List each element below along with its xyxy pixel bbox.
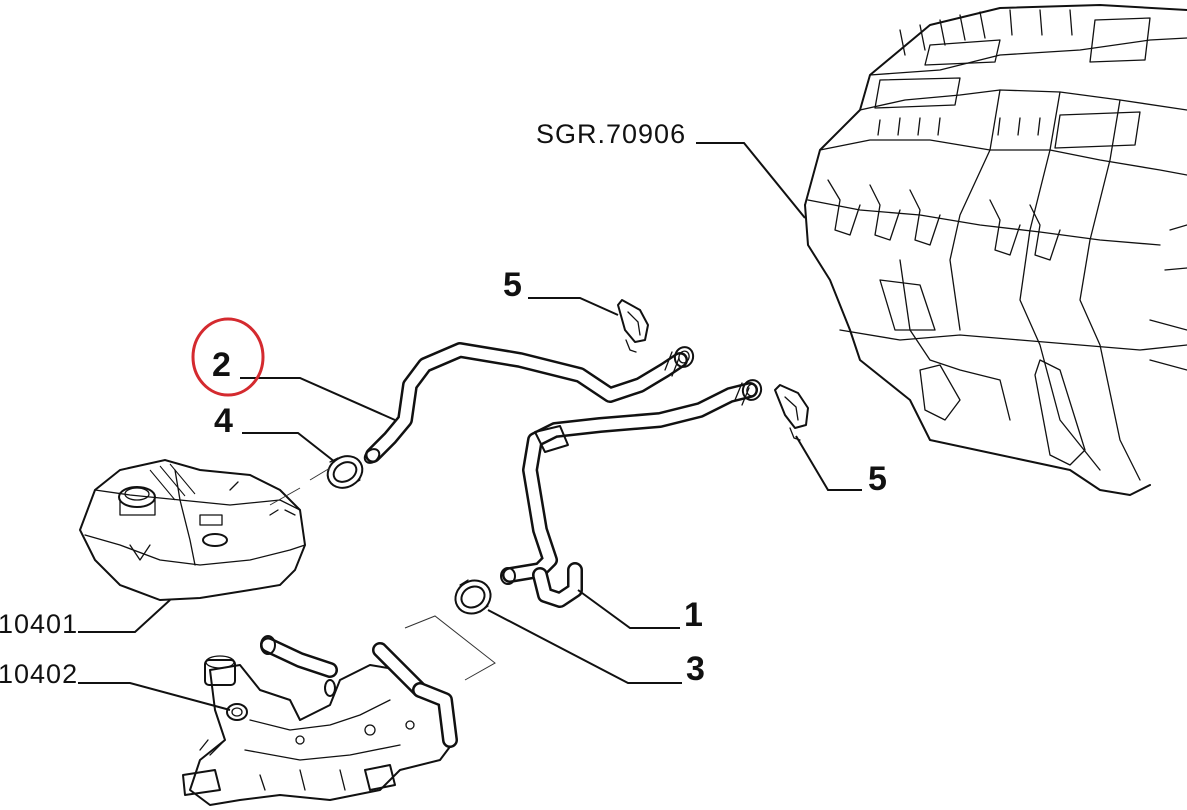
expansion-tank <box>78 458 307 602</box>
callout-5-right: 5 <box>868 460 887 498</box>
clip-5-top <box>617 299 649 353</box>
callout-4: 4 <box>214 402 233 440</box>
ref-expansion-tank-label: 10401 <box>0 609 78 639</box>
clamp-4 <box>326 455 364 489</box>
ref-heater-unit-label: SGR.70906 <box>536 119 686 149</box>
heater-unit-assembly <box>804 4 1187 496</box>
leader-lines <box>78 142 862 711</box>
callout-2: 2 <box>212 346 231 384</box>
callout-3: 3 <box>686 650 705 688</box>
ref-thermostat-housing-label: 10402 <box>0 659 78 689</box>
clip-5-right <box>774 384 809 441</box>
callout-5-top: 5 <box>503 266 522 304</box>
clamp-3 <box>454 579 492 615</box>
hose-1 <box>500 379 763 608</box>
highlight-circle <box>191 317 265 397</box>
callout-1: 1 <box>684 596 703 634</box>
assembly-guides <box>269 467 496 681</box>
hose-2 <box>363 342 695 464</box>
thermostat-housing <box>182 635 458 806</box>
callout-labels: SGR.70906 5 2 4 5 1 3 10401 10402 <box>0 119 887 689</box>
